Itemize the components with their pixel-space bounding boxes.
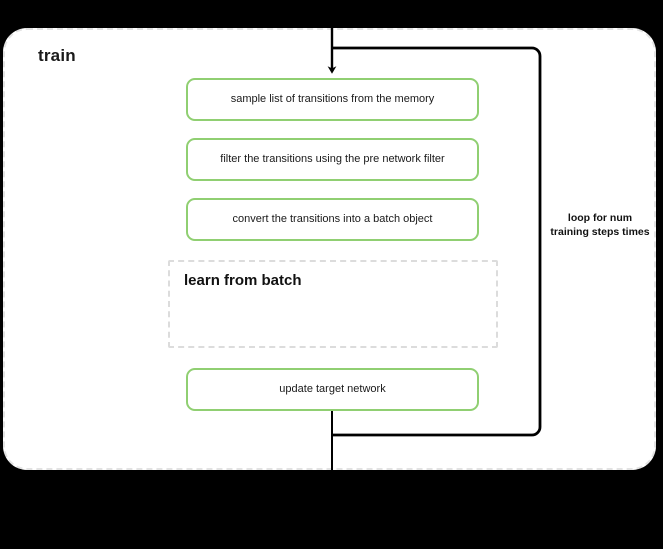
step-update-target-network[interactable]: update target network: [186, 368, 479, 411]
step-label: filter the transitions using the pre net…: [220, 152, 445, 165]
step-label: update target network: [279, 382, 386, 395]
step-label: sample list of transitions from the memo…: [230, 92, 435, 105]
step-filter-transitions[interactable]: filter the transitions using the pre net…: [186, 138, 479, 181]
page-title: train: [38, 46, 76, 65]
subprocess-learn-from-batch[interactable]: learn from batch: [168, 260, 498, 348]
subprocess-label: learn from batch: [184, 272, 302, 289]
step-label: convert the transitions into a batch obj…: [232, 212, 433, 225]
step-convert-to-batch[interactable]: convert the transitions into a batch obj…: [186, 198, 479, 241]
step-sample-transitions[interactable]: sample list of transitions from the memo…: [186, 78, 479, 121]
loop-annotation-label: loop for num training steps times: [550, 212, 650, 238]
